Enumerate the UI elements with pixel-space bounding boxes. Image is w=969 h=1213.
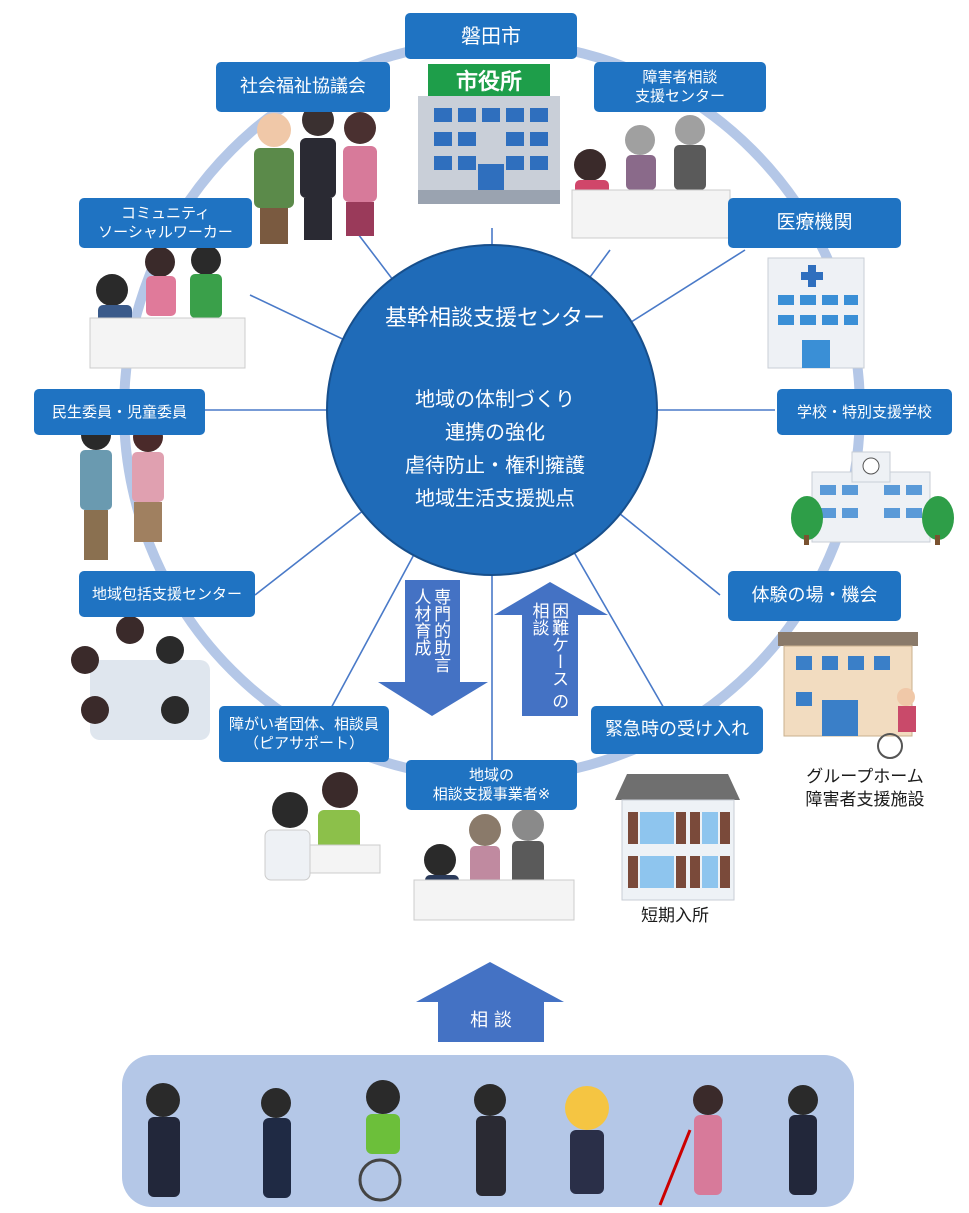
- short-stay-caption: 短期入所: [641, 906, 709, 926]
- node-emergency: 緊急時の受け入れ: [591, 706, 763, 754]
- center-item-life-support-base: 地域生活支援拠点: [415, 486, 575, 510]
- node-experience: 体験の場・機会: [728, 571, 901, 621]
- city-hall-illustration: [418, 64, 560, 204]
- consultation-desk-a: [571, 115, 731, 239]
- center-item-system: 地域の体制づくり: [415, 387, 575, 411]
- node-welfare-council: 社会福祉協議会: [216, 62, 390, 112]
- school-illustration: [791, 451, 954, 545]
- difficult-case-up-arrow: [494, 582, 608, 716]
- consult-arrow-text: 相 談: [470, 1010, 512, 1031]
- commissioner-people: [80, 420, 164, 560]
- node-community-worker: コミュニティ ソーシャルワーカー: [79, 198, 252, 248]
- node-school: 学校・特別支援学校: [777, 389, 952, 435]
- advice-down-arrow: [378, 580, 488, 716]
- welfare-council-people: [254, 104, 377, 244]
- hospital-illustration: [767, 257, 865, 369]
- center-item-cooperation: 連携の強化: [445, 420, 545, 444]
- short-stay-illustration: [615, 774, 740, 901]
- node-disability-groups: 障がい者団体、相談員 （ピアサポート）: [219, 706, 389, 762]
- consultation-desk-b: [89, 245, 246, 369]
- peer-support-people: [264, 772, 381, 881]
- local-provider-desk: [413, 809, 575, 921]
- difficult-case-arrow-text: 困難ケース の相談: [528, 602, 569, 710]
- node-disability-center: 障害者相談 支援センター: [594, 62, 766, 112]
- center-item-abuse-prevention: 虐待防止・権利擁護: [405, 453, 585, 477]
- consult-up-arrow: [416, 962, 564, 1042]
- residents-row: [146, 1080, 818, 1206]
- node-city: 磐田市: [405, 13, 577, 59]
- center-circle: [326, 244, 658, 576]
- advice-arrow-text: 専門的助言 人材育成: [410, 588, 451, 673]
- node-medical: 医療機関: [728, 198, 901, 248]
- group-home-illustration: [778, 632, 918, 759]
- center-title: 基幹相談支援センター: [384, 306, 605, 331]
- meeting-table: [71, 616, 210, 740]
- node-local-providers: 地域の 相談支援事業者※: [406, 760, 577, 810]
- group-home-caption: グループホーム 障害者支援施設: [805, 767, 925, 810]
- node-welfare-commissioner: 民生委員・児童委員: [34, 389, 205, 435]
- node-regional-center: 地域包括支援センター: [79, 571, 255, 617]
- city-hall-sign: 市役所: [456, 69, 522, 95]
